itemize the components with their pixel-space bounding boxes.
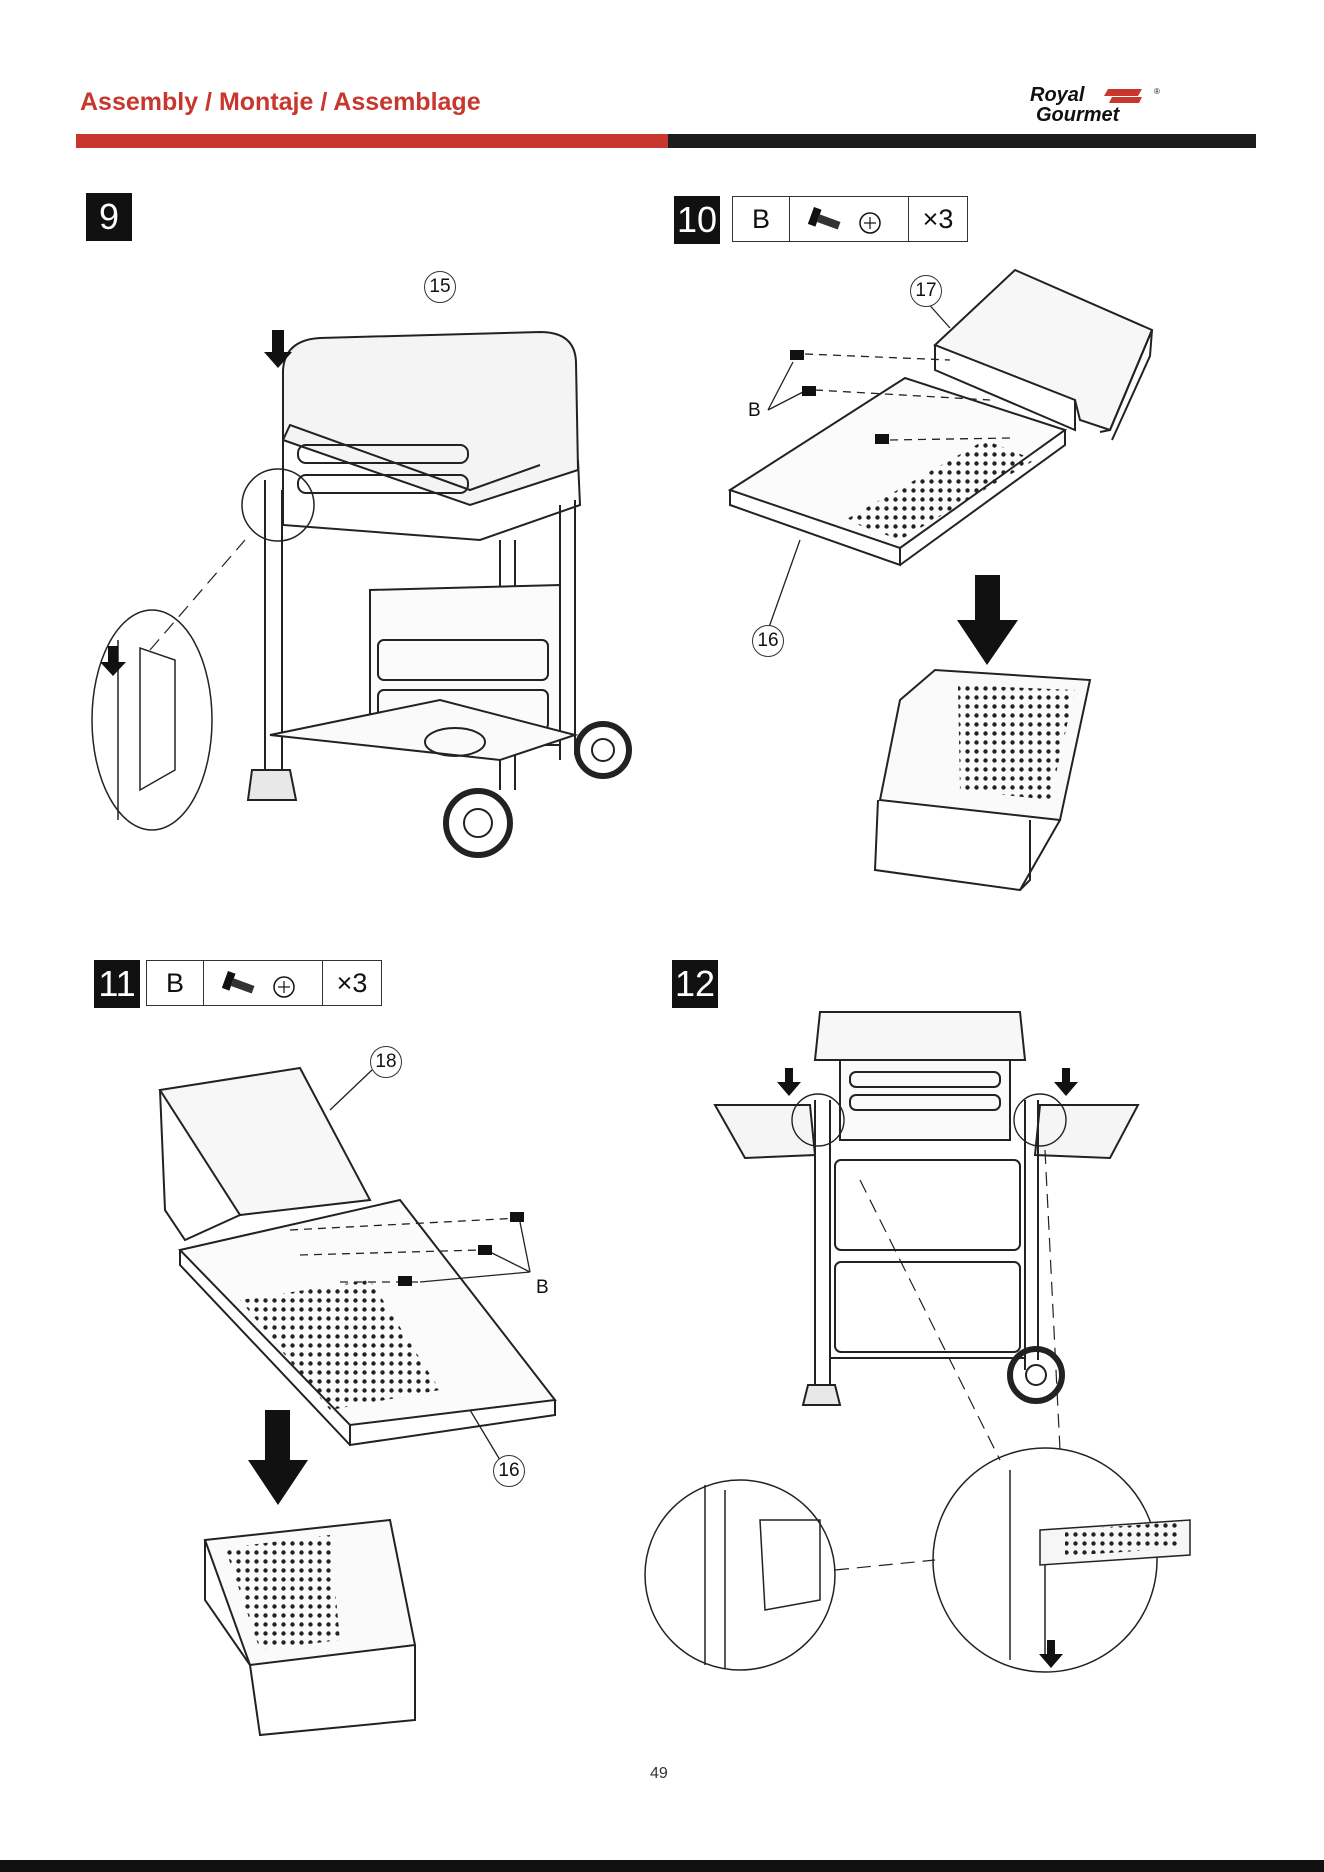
callout-18: 18 (370, 1046, 402, 1078)
part-label-b: B (748, 400, 761, 422)
step-11-shelf-illustration (160, 1068, 555, 1735)
step-10-shelf-illustration (730, 270, 1152, 890)
page-number: 49 (650, 1765, 668, 1783)
callout-16: 16 (493, 1455, 525, 1487)
callout-16: 16 (752, 625, 784, 657)
callout-17: 17 (910, 275, 942, 307)
step-12-grill-illustration (645, 1012, 1190, 1672)
footer-rule (0, 1860, 1324, 1872)
callout-15: 15 (424, 271, 456, 303)
part-label-b: B (536, 1277, 549, 1299)
step-9-grill-illustration (92, 332, 629, 855)
